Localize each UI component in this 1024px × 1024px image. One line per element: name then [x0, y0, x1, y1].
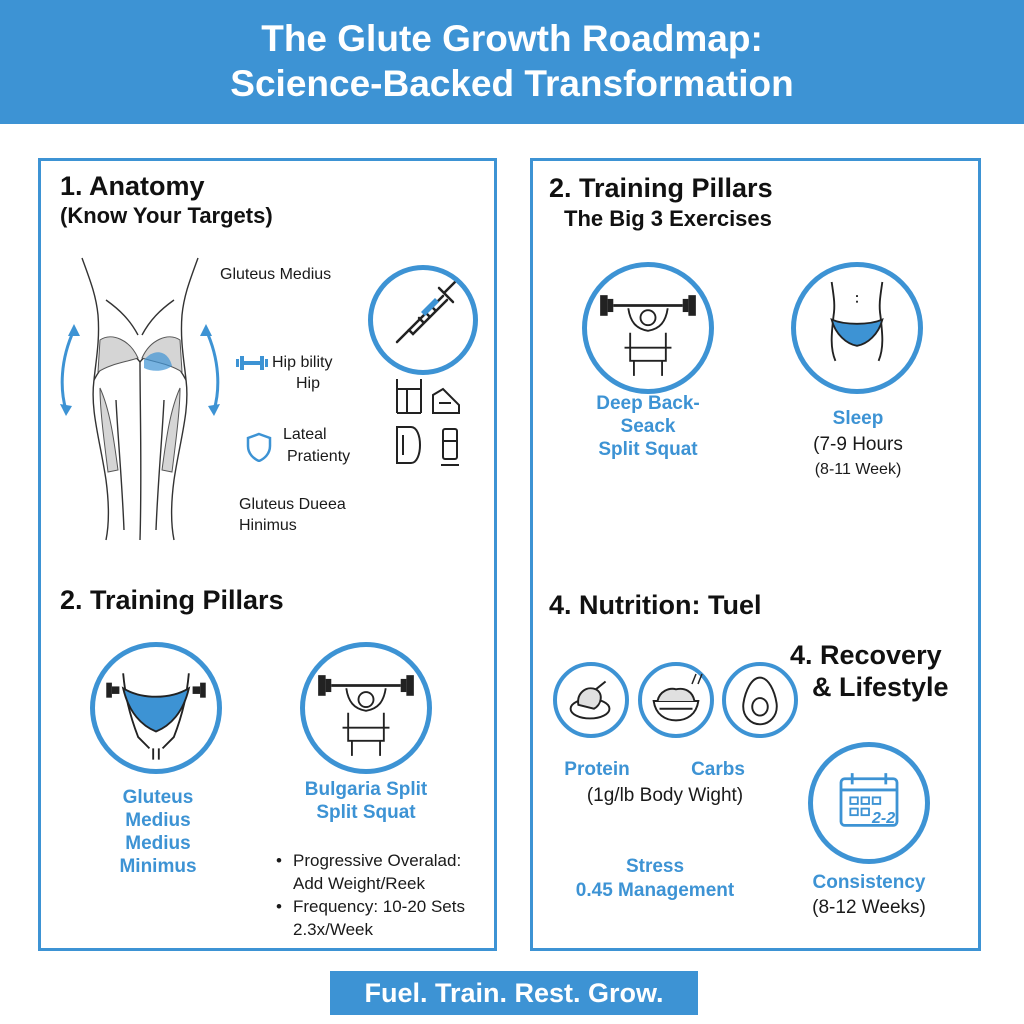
protein-circle	[553, 662, 629, 738]
recovery-title-line1: 4. Recovery	[790, 640, 942, 670]
calendar-text: 2-2	[872, 810, 896, 827]
steam-icon	[691, 673, 703, 685]
bullet-dot-2: •	[276, 897, 282, 916]
left-training-title: 2. Training Pillars	[60, 585, 284, 615]
back-squat-icon	[600, 295, 696, 376]
label-lateral-line2: Pratienty	[287, 448, 351, 465]
label-gluteus-medius: Gluteus Medius	[220, 266, 332, 283]
equipment-icon	[396, 379, 460, 466]
calendar-icon	[839, 773, 899, 827]
resistance-band-icon	[106, 673, 206, 760]
footer-tagline: Fuel. Train. Rest. Grow.	[330, 971, 698, 1015]
page-title-line1: The Glute Growth Roadmap:	[261, 18, 763, 59]
glute-band-circle	[90, 642, 222, 774]
anatomy-subtitle: (Know Your Targets)	[60, 203, 273, 228]
nutrition-title: 4. Nutrition: Tuel	[549, 590, 762, 620]
consistency-weeks: (8-12 Weeks)	[812, 897, 926, 918]
recovery-title-line2: & Lifestyle	[812, 672, 949, 702]
right-training-subtitle: The Big 3 Exercises	[564, 206, 772, 231]
exercise-label-line3: Split Squat	[598, 439, 698, 460]
carbs-label: Carbs	[691, 759, 745, 780]
bullet-dot-1: •	[276, 851, 282, 870]
protein-note: (1g/lb Body Wight)	[586, 785, 744, 806]
gluteus-label-line4: Minimus	[119, 856, 197, 877]
split-squat-circle	[300, 642, 432, 774]
protein-label: Protein	[564, 759, 630, 780]
stress-line2: 0.45 Management	[575, 880, 735, 901]
sleep-hours: (7-9 Hours	[813, 434, 903, 455]
label-hip-line1: Hip bility	[272, 354, 333, 371]
shield-icon	[246, 432, 272, 462]
sleep-weeks: (8-11 Week)	[814, 461, 902, 478]
syringe-icon	[395, 280, 457, 344]
page-title-line2: Science-Backed Transformation	[230, 63, 794, 104]
label-lateral-line1: Lateal	[283, 426, 327, 443]
chicken-icon	[569, 680, 611, 720]
syringe-circle	[368, 265, 478, 375]
bullet-2-line1: Frequency: 10-20 Sets	[293, 897, 465, 916]
avocado-circle	[722, 662, 798, 738]
back-squat-circle	[582, 262, 714, 394]
calendar-circle	[808, 742, 930, 864]
right-training-title: 2. Training Pillars	[549, 173, 773, 203]
body-icon	[830, 281, 884, 362]
barbell-squat-icon	[318, 675, 414, 756]
exercise-label-line1: Deep Back-	[596, 393, 700, 414]
anatomy-title: 1. Anatomy	[60, 171, 205, 201]
label-hip-line2: Hip	[296, 375, 321, 392]
bullet-1-line2: Add Weight/Reek	[293, 874, 425, 893]
consistency-title: Consistency	[812, 872, 926, 893]
sleep-title: Sleep	[832, 408, 884, 429]
dumbbell-icon	[236, 356, 268, 370]
glute-anatomy-figure	[60, 257, 220, 541]
header-banner: The Glute Growth Roadmap: Science-Backed…	[0, 0, 1024, 124]
sleep-circle	[791, 262, 923, 394]
bulgaria-label-line2: Split Squat	[316, 802, 416, 823]
gluteus-label-line1: Gluteus	[122, 787, 194, 808]
gluteus-label-line2: Medius	[125, 810, 191, 831]
bullet-1-line1: Progressive Overalad:	[293, 851, 462, 870]
rice-bowl-icon	[652, 687, 700, 722]
label-lower-line2: Hinimus	[239, 517, 297, 534]
stress-line1: Stress	[625, 856, 685, 877]
bulgaria-label-line1: Bulgaria Split	[304, 779, 428, 800]
exercise-label-line2: Seack	[620, 416, 676, 437]
gluteus-label-line3: Medius	[125, 833, 191, 854]
avocado-icon	[742, 676, 778, 726]
bullet-2-line2: 2.3x/Week	[293, 920, 374, 939]
label-lower-line1: Gluteus Dueea	[239, 496, 346, 513]
